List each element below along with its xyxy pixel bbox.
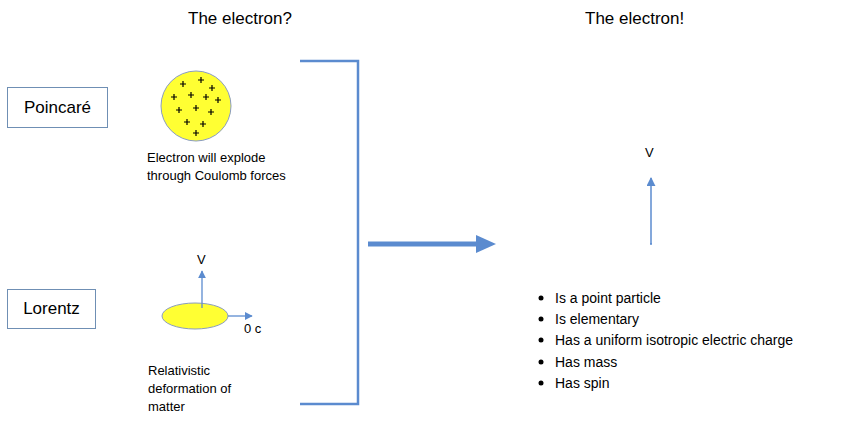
property-item: Has spin bbox=[555, 374, 609, 392]
name-box: Lorentz bbox=[7, 289, 96, 329]
speed-label: 0 c bbox=[244, 321, 261, 338]
box-name: Poincaré bbox=[24, 98, 91, 118]
heading: The electron! bbox=[585, 8, 684, 30]
point-particle bbox=[650, 243, 652, 245]
velocity-arrow bbox=[650, 178, 652, 244]
plus-signs bbox=[171, 77, 221, 136]
bracket bbox=[300, 61, 358, 404]
property-item: Has mass bbox=[555, 353, 617, 371]
velocity-label: V bbox=[645, 145, 654, 162]
result-arrow bbox=[368, 242, 478, 247]
caption-note: Electron will explode through Coulomb fo… bbox=[147, 149, 297, 185]
name-box: Poincaré bbox=[7, 87, 108, 128]
box-name: Lorentz bbox=[23, 299, 80, 319]
property-item: Has a uniform isotropic electric charge bbox=[555, 331, 793, 349]
result-arrowhead bbox=[476, 235, 496, 253]
bullets bbox=[539, 296, 544, 386]
property-item: Is elementary bbox=[555, 310, 639, 328]
velocity-arrow bbox=[201, 271, 202, 308]
direction-arrow bbox=[228, 315, 252, 316]
caption-note: Relativistic deformation of matter bbox=[148, 362, 243, 416]
deformed-electron bbox=[162, 303, 228, 329]
property-item: Is a point particle bbox=[555, 289, 661, 307]
charged-sphere bbox=[161, 71, 231, 141]
velocity-label: V bbox=[197, 252, 206, 269]
heading: The electron? bbox=[188, 8, 292, 30]
